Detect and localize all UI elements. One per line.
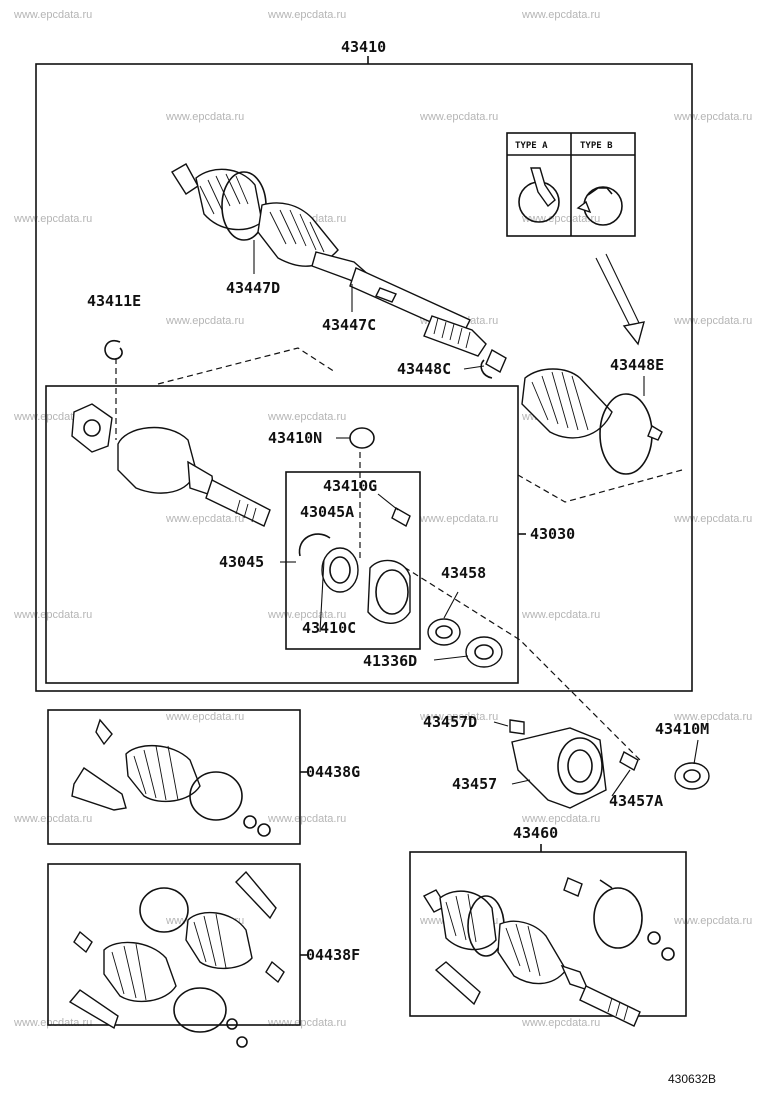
label-43410M: 43410M bbox=[655, 720, 709, 738]
watermark-text: www.epcdata.ru bbox=[165, 315, 244, 327]
watermark-text: www.epcdata.ru bbox=[13, 9, 92, 21]
label-43458: 43458 bbox=[441, 564, 486, 582]
seal-43458 bbox=[427, 591, 461, 646]
watermark-text: www.epcdata.ru bbox=[419, 111, 498, 123]
watermark-text: www.epcdata.ru bbox=[521, 1017, 600, 1029]
watermark-text: www.epcdata.ru bbox=[165, 513, 244, 525]
label-43447C: 43447C bbox=[322, 316, 376, 334]
boot-43448E bbox=[480, 349, 663, 475]
bearing-41336D bbox=[465, 636, 503, 668]
label-43448C: 43448C bbox=[397, 360, 451, 378]
label-43447D: 43447D bbox=[226, 279, 280, 297]
bracket-43457 bbox=[509, 719, 710, 809]
label-43457D: 43457D bbox=[423, 713, 477, 731]
watermark-text: www.epcdata.ru bbox=[419, 513, 498, 525]
label-43410: 43410 bbox=[341, 38, 386, 56]
watermark-text: www.epcdata.ru bbox=[267, 609, 346, 621]
label-43410C: 43410C bbox=[302, 619, 356, 637]
label-43410N: 43410N bbox=[268, 429, 322, 447]
watermark-text: www.epcdata.ru bbox=[13, 609, 92, 621]
watermark-text: www.epcdata.ru bbox=[13, 813, 92, 825]
dashed-plane-lines bbox=[115, 347, 683, 761]
watermark-text: www.epcdata.ru bbox=[267, 1017, 346, 1029]
label-type-b: TYPE B bbox=[580, 141, 613, 151]
watermark-text: www.epcdata.ru bbox=[267, 9, 346, 21]
watermark-text: www.epcdata.ru bbox=[419, 711, 498, 723]
label-43410G: 43410G bbox=[323, 477, 377, 495]
label-type-a: TYPE A bbox=[515, 141, 548, 151]
boot-kit-04438G bbox=[47, 709, 308, 845]
label-43457A: 43457A bbox=[609, 792, 663, 810]
inner-frame-43030 bbox=[45, 385, 526, 684]
watermark-text: www.epcdata.ru bbox=[673, 711, 752, 723]
label-04438G: 04438G bbox=[306, 763, 360, 781]
watermark-text: www.epcdata.ru bbox=[267, 411, 346, 423]
upper-drive-shaft bbox=[171, 163, 487, 357]
drawing-code: 430632B bbox=[668, 1072, 716, 1086]
label-43460: 43460 bbox=[513, 824, 558, 842]
watermark-text: www.epcdata.ru bbox=[521, 813, 600, 825]
label-43045: 43045 bbox=[219, 553, 264, 571]
watermark-text: www.epcdata.ru bbox=[13, 411, 92, 423]
watermark-text: www.epcdata.ru bbox=[521, 609, 600, 621]
leader-lines bbox=[280, 365, 699, 797]
clamp-type-box bbox=[506, 132, 636, 237]
watermark-text: www.epcdata.ru bbox=[13, 1017, 92, 1029]
bearing-box-43045 bbox=[285, 471, 421, 650]
watermark-layer: www.epcdata.ru www.epcdata.ru www.epcdata.… bbox=[13, 9, 752, 1029]
watermark-text: www.epcdata.ru bbox=[673, 513, 752, 525]
watermark-text: www.epcdata.ru bbox=[521, 9, 600, 21]
ring-43410N bbox=[349, 427, 375, 449]
label-43030: 43030 bbox=[530, 525, 575, 543]
label-43411E: 43411E bbox=[87, 292, 141, 310]
label-43457: 43457 bbox=[452, 775, 497, 793]
label-41336D: 41336D bbox=[363, 652, 417, 670]
label-43448E: 43448E bbox=[610, 356, 664, 374]
watermark-text: www.epcdata.ru bbox=[673, 915, 752, 927]
inner-joint-shaft bbox=[71, 403, 271, 527]
watermark-text: www.epcdata.ru bbox=[165, 111, 244, 123]
boot-kit-04438F bbox=[47, 863, 308, 1048]
watermark-text: www.epcdata.ru bbox=[13, 213, 92, 225]
watermark-text: www.epcdata.ru bbox=[673, 315, 752, 327]
label-43045A: 43045A bbox=[300, 503, 354, 521]
snap-ring-43411E bbox=[104, 339, 123, 360]
watermark-text: www.epcdata.ru bbox=[673, 111, 752, 123]
arrow-to-43448E bbox=[595, 253, 645, 346]
watermark-text: www.epcdata.ru bbox=[267, 813, 346, 825]
watermark-text: www.epcdata.ru bbox=[165, 711, 244, 723]
assembly-frame-43410 bbox=[35, 56, 693, 692]
drive-shaft-assembly-43460 bbox=[409, 844, 687, 1027]
label-04438F: 04438F bbox=[306, 946, 360, 964]
